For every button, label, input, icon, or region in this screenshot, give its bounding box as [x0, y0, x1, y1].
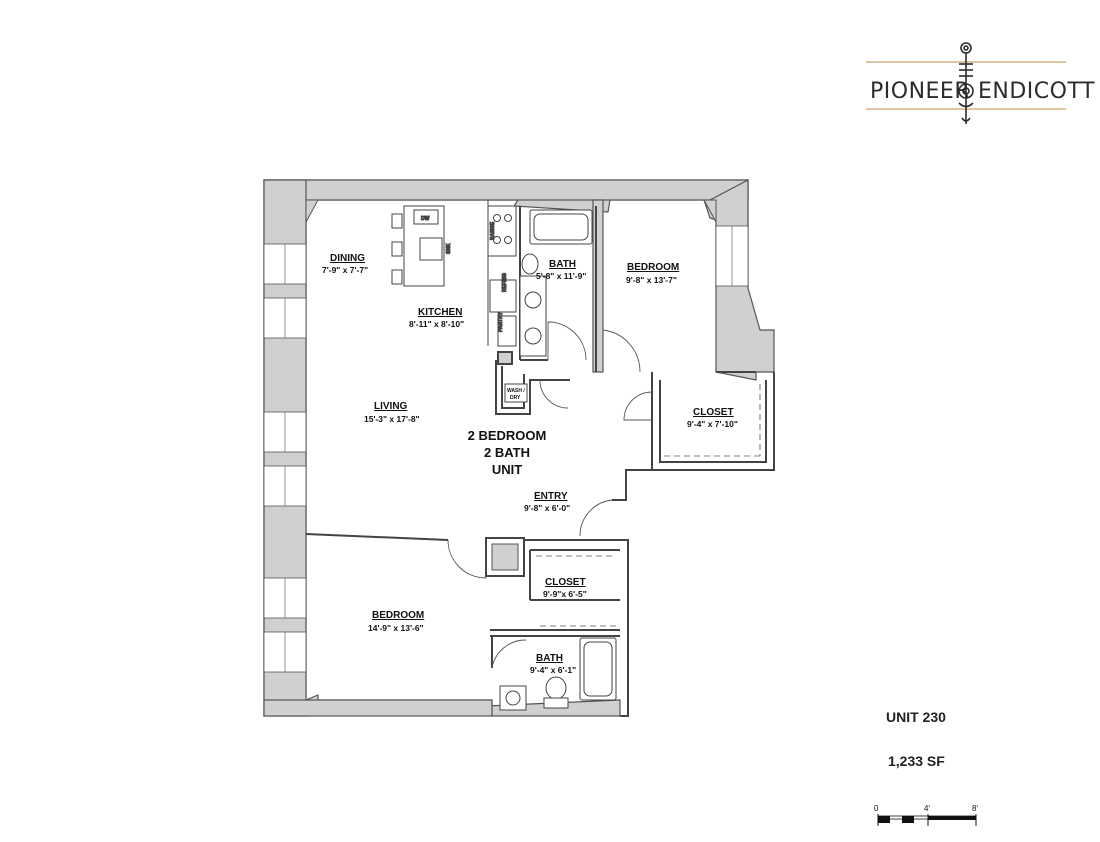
brand-logo: PIONEER ENDICOTT [866, 42, 1095, 124]
top-bath-fixtures [519, 209, 593, 357]
room-dims-closet-bottom: 9'-9"x 6'-5" [543, 589, 587, 599]
unit-summary-line1: 2 BEDROOM [468, 428, 547, 443]
structural-column [485, 537, 525, 577]
scale-label-8: 8' [972, 804, 978, 813]
bottom-bath-fixtures [499, 637, 617, 711]
interior-walls [305, 206, 775, 717]
room-name-closet-right: CLOSET [693, 407, 734, 418]
room-name-closet-bottom: CLOSET [545, 577, 586, 588]
scale-label-4: 4' [924, 804, 930, 813]
room-dims-entry: 9'-8" x 6'-0" [524, 503, 570, 513]
room-name-bedroom-bottom: BEDROOM [372, 610, 424, 621]
unit-number: UNIT 230 [886, 709, 946, 725]
unit-area: 1,233 SF [888, 753, 945, 769]
room-dims-living: 15'-3" x 17'-8" [364, 414, 420, 424]
unit-summary-line2: 2 BATH [484, 445, 530, 460]
kitchen-fixtures: DW SNK RANGE REFRIG PANTRY [391, 200, 517, 347]
room-name-kitchen: KITCHEN [418, 307, 462, 318]
room-name-entry: ENTRY [534, 491, 568, 502]
refrigerator-label: REFRIG [502, 273, 508, 292]
left-windows [263, 243, 307, 673]
room-name-living: LIVING [374, 401, 408, 412]
room-dims-bedroom-bottom: 14'-9" x 13'-6" [368, 623, 424, 633]
dishwasher-label: DW [421, 216, 430, 222]
room-name-dining: DINING [330, 253, 365, 264]
room-dims-bath-bottom: 9'-4" x 6'-1" [530, 665, 576, 675]
room-labels: DINING 7'-9" x 7'-7" KITCHEN 8'-11" x 8'… [322, 253, 738, 675]
room-dims-dining: 7'-9" x 7'-7" [322, 265, 368, 275]
sink-label: SNK [446, 243, 452, 254]
right-window [715, 225, 749, 287]
washer-label: WASH / [507, 388, 525, 394]
scale-bar: 0 4' 8' [874, 804, 978, 826]
room-name-bath-top: BATH [549, 259, 576, 270]
unit-summary-line3: UNIT [492, 462, 522, 477]
brand-emblem-icon [958, 42, 974, 124]
room-dims-bedroom-top: 9'-8" x 13'-7" [626, 275, 677, 285]
washer-dryer: WASH / DRY [504, 383, 528, 403]
room-dims-kitchen: 8'-11" x 8'-10" [409, 319, 464, 329]
closet-shelves [536, 384, 761, 627]
room-name-bedroom-top: BEDROOM [627, 262, 679, 273]
room-name-bath-bottom: BATH [536, 653, 563, 664]
brand-left-word: PIONEER [870, 79, 970, 104]
dryer-label: DRY [510, 395, 521, 401]
room-dims-bath-top: 5'-8" x 11'-9" [536, 271, 586, 281]
wall-chamfer-top-left [305, 199, 319, 223]
range-label: RANGE [490, 221, 496, 240]
wall-chamfer-top-right [703, 199, 717, 223]
pantry-label: PANTRY [498, 311, 504, 332]
brand-right-word: ENDICOTT [978, 79, 1095, 104]
room-dims-closet-right: 9'-4" x 7'-10" [687, 419, 738, 429]
door-swings [447, 321, 653, 669]
scale-label-0: 0 [874, 804, 879, 813]
unit-summary: 2 BEDROOM 2 BATH UNIT [468, 428, 547, 477]
